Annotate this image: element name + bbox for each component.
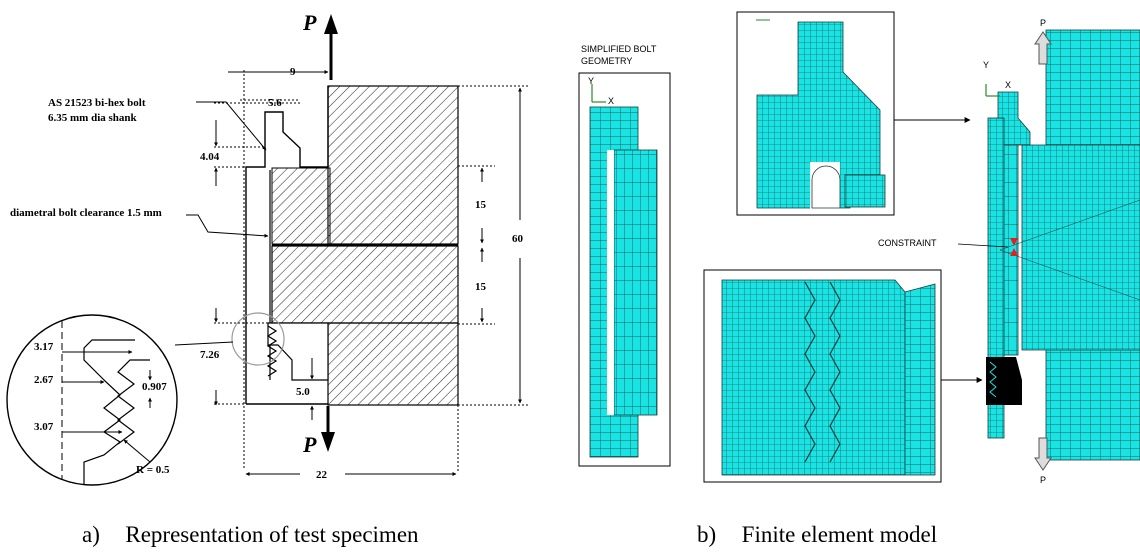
specimen-lower-plate-base	[327, 322, 459, 406]
head-inset-plate-mesh	[844, 174, 886, 208]
nut-region	[267, 322, 329, 381]
detail-leader	[174, 341, 234, 346]
caption-b-text: Finite element model	[741, 522, 938, 547]
detail-dim-0-907: 0.907	[142, 381, 167, 393]
bolt-label-leader	[196, 101, 267, 151]
thread-detail-circle	[6, 314, 178, 486]
dim-5-0: 5.0	[296, 386, 310, 398]
specimen-upper-insert	[271, 167, 331, 245]
dim-4-04: 4.04	[200, 151, 220, 163]
constraint-marker-icon	[1010, 238, 1018, 256]
panel-b-drawing: SIMPLIFIED BOLT GEOMETRY Y X Y	[578, 11, 1140, 485]
dim-15-bottom: 15	[475, 281, 487, 293]
fe-axis-x-label: X	[1005, 80, 1011, 90]
simplified-axis-y-label: Y	[588, 76, 594, 86]
caption-b-letter: b)	[697, 522, 717, 547]
thread-inset-profile	[804, 281, 816, 463]
fe-load-label-bottom: P	[1040, 475, 1046, 485]
load-arrowhead-bottom	[321, 432, 335, 452]
caption-b: b) Finite element model	[697, 522, 937, 548]
thread-detail-content	[61, 315, 152, 485]
dim-15-top: 15	[475, 199, 487, 211]
fe-joint-mesh	[1021, 144, 1140, 351]
fe-mesh-fan-1	[999, 199, 1140, 251]
dim-5-6: 5.6	[268, 97, 282, 109]
dim-9: 9	[290, 66, 296, 78]
radius-leader	[123, 439, 151, 463]
dim-22: 22	[316, 469, 328, 481]
caption-a: a) Representation of test specimen	[82, 522, 419, 548]
bolt-label-line2: 6.35 mm dia shank	[48, 112, 138, 124]
simplified-label-line2: GEOMETRY	[581, 56, 632, 66]
simplified-clearance-gap	[607, 150, 614, 415]
caption-a-letter: a)	[82, 522, 100, 547]
dim-60: 60	[512, 233, 524, 245]
nut-thread	[266, 325, 278, 377]
fe-thread-contact-region	[986, 357, 1022, 405]
specimen-lower-plate	[271, 245, 459, 324]
thread-inset-profile-2	[829, 281, 841, 463]
fe-bolt-head-mesh	[997, 91, 1031, 146]
fe-axis-y-label: Y	[983, 60, 989, 70]
detail-callout-circle	[231, 312, 285, 366]
constraint-label: CONSTRAINT	[878, 238, 937, 248]
panel-a-drawing: P 9 5.6	[6, 10, 530, 486]
detail-dim-3-17: 3.17	[34, 341, 54, 353]
constraint-leader	[957, 243, 1009, 248]
fe-mesh-fan-2	[999, 249, 1140, 301]
fe-load-arrow-bottom	[1034, 437, 1052, 471]
simplified-label-line1: SIMPLIFIED BOLT	[581, 44, 657, 54]
load-label-top: P	[302, 10, 317, 35]
head-inset-fillet	[811, 165, 841, 209]
fe-nut-sleeve-mesh	[1003, 144, 1019, 356]
clearance-label: diametral bolt clearance 1.5 mm	[10, 207, 162, 219]
detail-dim-3-07: 3.07	[34, 421, 54, 433]
fe-load-arrow-top	[1034, 31, 1052, 65]
simplified-nut-mesh	[613, 149, 658, 416]
specimen-upper-plate	[327, 85, 459, 245]
simplified-axis-x-label: X	[608, 96, 614, 106]
fe-thread-zigzag	[989, 361, 997, 398]
bolt-outline	[245, 111, 328, 404]
clearance-leader	[186, 214, 269, 238]
bolt-label-line1: AS 21523 bi-hex bolt	[48, 97, 146, 109]
caption-a-text: Representation of test specimen	[125, 522, 419, 547]
load-label-bottom: P	[302, 432, 317, 457]
dim-7-26: 7.26	[200, 349, 220, 361]
fe-load-label-top: P	[1040, 18, 1046, 28]
detail-radius: R = 0.5	[136, 464, 170, 476]
detail-dim-2-67: 2.67	[34, 374, 54, 386]
load-arrowhead-top	[324, 14, 338, 34]
thread-inset-nut-mesh	[904, 283, 936, 476]
